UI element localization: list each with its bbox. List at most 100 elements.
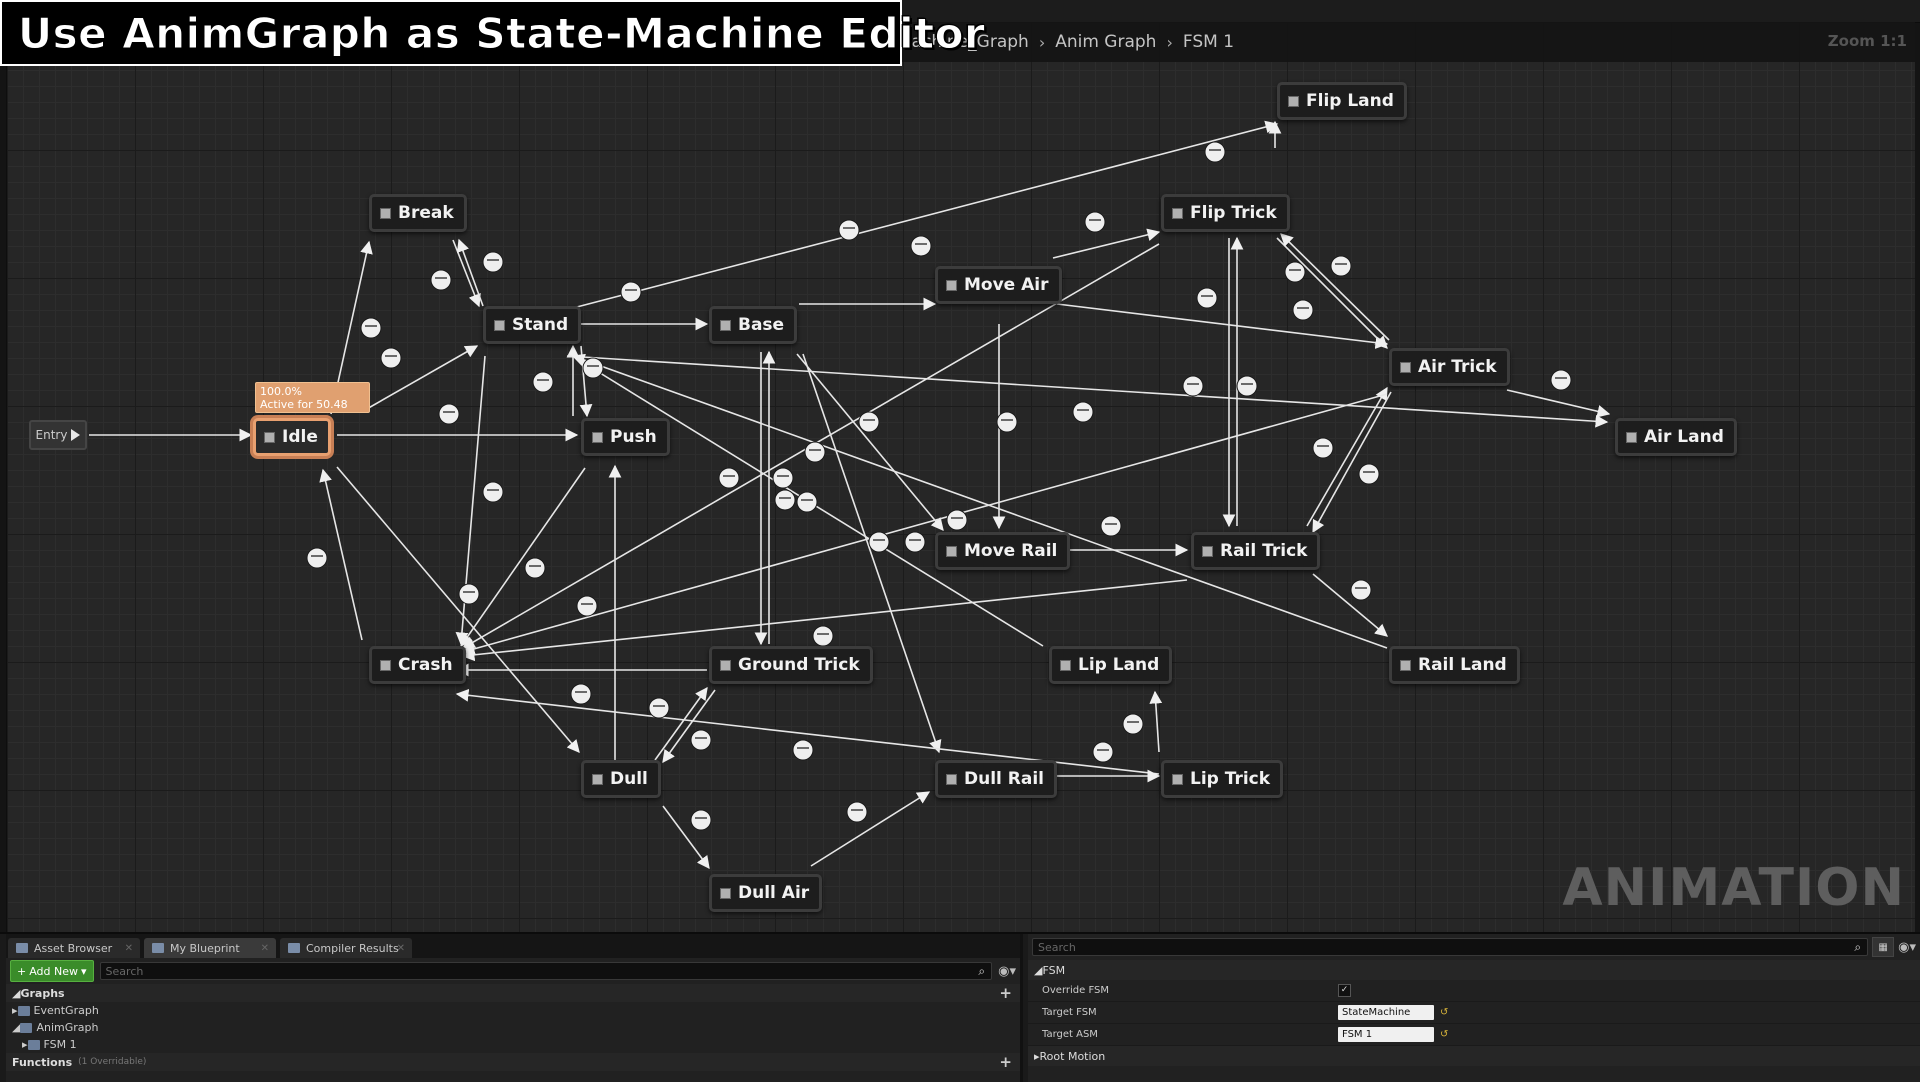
- transition-edges: [89, 120, 1611, 870]
- entry-node[interactable]: Entry: [29, 420, 87, 450]
- property-override-fsm: Override FSM ✓: [1028, 980, 1920, 1002]
- state-label: Flip Land: [1306, 91, 1394, 111]
- tab-label: Compiler Results: [306, 941, 399, 955]
- tree-label: EventGraph: [33, 1004, 99, 1017]
- graph-watermark: ANIMATION: [1562, 858, 1905, 918]
- close-icon[interactable]: ✕: [396, 942, 405, 954]
- state-icon: [264, 431, 275, 443]
- state-label: Dull Air: [738, 883, 810, 903]
- state-icon: [380, 207, 391, 219]
- exec-pin-icon[interactable]: [71, 429, 81, 441]
- plus-icon: +: [17, 964, 27, 978]
- state-label: Air Land: [1644, 427, 1724, 447]
- state-node-crash[interactable]: Crash: [369, 646, 466, 684]
- tree-label: FSM 1: [43, 1038, 77, 1051]
- details-search-input[interactable]: Search ⌕: [1032, 938, 1869, 956]
- search-icon[interactable]: ⌕: [1854, 940, 1862, 954]
- state-node-dull-rail[interactable]: Dull Rail: [935, 760, 1058, 798]
- state-label: Air Trick: [1418, 357, 1497, 377]
- expand-arrow-icon[interactable]: ▸: [22, 1038, 28, 1051]
- search-icon[interactable]: ⌕: [978, 964, 986, 978]
- collapse-arrow-icon: ◢: [12, 986, 21, 1000]
- state-label: Dull Rail: [964, 769, 1045, 789]
- state-node-base[interactable]: Base: [709, 306, 798, 344]
- state-node-push[interactable]: Push: [581, 418, 670, 456]
- state-label: Crash: [398, 655, 453, 675]
- tree-label: AnimGraph: [36, 1021, 99, 1034]
- state-node-dull[interactable]: Dull: [581, 760, 661, 798]
- state-node-stand[interactable]: Stand: [483, 306, 582, 344]
- state-node-rail-trick[interactable]: Rail Trick: [1191, 532, 1321, 570]
- tree-item-fsm[interactable]: ▸ FSM 1: [6, 1036, 1020, 1053]
- close-icon[interactable]: ✕: [260, 942, 269, 954]
- state-node-air-land[interactable]: Air Land: [1615, 418, 1737, 456]
- add-function-icon[interactable]: +: [999, 1053, 1012, 1071]
- add-graph-icon[interactable]: +: [999, 984, 1012, 1002]
- state-label: Move Air: [964, 275, 1049, 295]
- tree-item-animgraph[interactable]: ◢ AnimGraph: [6, 1019, 1020, 1036]
- property-label: Target ASM: [1042, 1029, 1098, 1040]
- state-label: Idle: [282, 427, 318, 447]
- reset-arrow-icon[interactable]: ↺: [1440, 1007, 1449, 1018]
- property-matrix-icon[interactable]: ▦: [1872, 937, 1895, 957]
- tab-my-blueprint[interactable]: My Blueprint✕: [144, 938, 276, 958]
- search-placeholder: Search: [1038, 940, 1076, 954]
- state-machine-icon: [27, 1039, 40, 1050]
- target-asm-field[interactable]: FSM 1: [1338, 1027, 1434, 1042]
- view-options-icon[interactable]: ◉▾: [1898, 939, 1916, 955]
- state-icon: [1172, 207, 1183, 219]
- state-node-dull-air[interactable]: Dull Air: [709, 874, 823, 912]
- category-fsm[interactable]: ◢ FSM: [1028, 960, 1920, 980]
- override-fsm-checkbox[interactable]: ✓: [1338, 984, 1351, 997]
- reset-arrow-icon[interactable]: ↺: [1440, 1029, 1449, 1040]
- state-icon: [946, 773, 957, 785]
- breadcrumb-item-fsm[interactable]: FSM 1: [1182, 32, 1235, 52]
- expand-arrow-icon: ▸: [1034, 1049, 1040, 1063]
- state-node-break[interactable]: Break: [369, 194, 467, 232]
- collapse-arrow-icon[interactable]: ◢: [12, 1021, 21, 1034]
- category-root-motion[interactable]: ▸ Root Motion: [1028, 1046, 1920, 1066]
- state-node-idle[interactable]: Idle: [253, 418, 331, 456]
- close-icon[interactable]: ✕: [124, 942, 133, 954]
- tab-compiler-results[interactable]: Compiler Results✕: [280, 938, 412, 958]
- details-panel: Search ⌕ ▦ ◉▾ ◢ FSM Override FSM ✓ Target…: [1028, 934, 1920, 1082]
- target-fsm-field[interactable]: StateMachine: [1338, 1005, 1434, 1020]
- state-node-flip-trick[interactable]: Flip Trick: [1161, 194, 1290, 232]
- graphs-section-header[interactable]: ◢ Graphs+: [6, 984, 1020, 1002]
- blueprint-search-input[interactable]: Search⌕: [99, 962, 993, 980]
- state-icon: [946, 545, 957, 557]
- tab-asset-browser[interactable]: Asset Browser✕: [8, 938, 140, 958]
- functions-section-header[interactable]: Functions(1 Overridable)+: [6, 1053, 1020, 1071]
- state-icon: [592, 773, 603, 785]
- state-icon: [1626, 431, 1637, 443]
- state-icon: [494, 319, 505, 331]
- breadcrumb-separator-icon: ›: [1038, 32, 1046, 52]
- state-node-lip-trick[interactable]: Lip Trick: [1161, 760, 1284, 798]
- active-state-tooltip: 100.0% Active for 50.48 secs: [255, 382, 370, 424]
- state-node-lip-land[interactable]: Lip Land: [1049, 646, 1173, 684]
- state-node-flip-land[interactable]: Flip Land: [1277, 82, 1407, 120]
- breadcrumb-item-anim-graph[interactable]: Anim Graph: [1055, 32, 1157, 52]
- state-node-rail-land[interactable]: Rail Land: [1389, 646, 1520, 684]
- state-node-move-air[interactable]: Move Air: [935, 266, 1062, 304]
- state-icon: [1172, 773, 1183, 785]
- state-node-move-rail[interactable]: Move Rail: [935, 532, 1071, 570]
- state-icon: [720, 887, 731, 899]
- state-label: Lip Trick: [1190, 769, 1271, 789]
- state-label: Push: [610, 427, 657, 447]
- breadcrumb-separator-icon: ›: [1166, 32, 1173, 52]
- breadcrumb-item-machine-graph[interactable]: Machine_Graph: [897, 32, 1029, 52]
- state-icon: [1202, 545, 1213, 557]
- add-new-button[interactable]: +Add New▾: [10, 960, 94, 982]
- state-node-ground-trick[interactable]: Ground Trick: [709, 646, 873, 684]
- bottom-panels: Asset Browser✕ My Blueprint✕ Compiler Re…: [0, 932, 1920, 1082]
- state-icon: [592, 431, 603, 443]
- tree-item-eventgraph[interactable]: ▸ EventGraph: [6, 1002, 1020, 1019]
- property-label: Override FSM: [1042, 985, 1109, 996]
- state-label: Move Rail: [964, 541, 1058, 561]
- expand-arrow-icon[interactable]: ▸: [12, 1004, 18, 1017]
- graph-canvas[interactable]: Machine_Graph › Anim Graph › FSM 1 Zoom …: [6, 22, 1915, 932]
- property-target-fsm: Target FSM StateMachine↺: [1028, 1002, 1920, 1024]
- state-node-air-trick[interactable]: Air Trick: [1389, 348, 1510, 386]
- view-options-icon[interactable]: ◉▾: [998, 963, 1016, 979]
